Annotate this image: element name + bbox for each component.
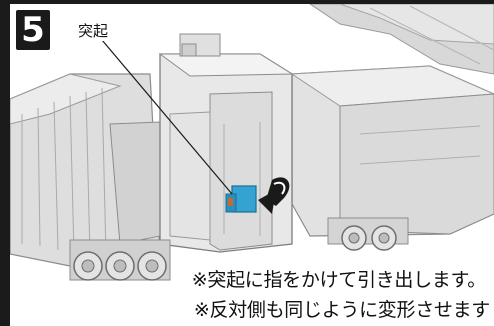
robot-model-illustration bbox=[10, 4, 494, 326]
left-wheels bbox=[69, 239, 171, 281]
left-cylinder-section bbox=[10, 73, 171, 267]
frame-top-border bbox=[0, 0, 494, 4]
instruction-note-1: ※突起に指をかけて引き出します。 bbox=[191, 269, 487, 291]
protrusion-highlight bbox=[225, 185, 257, 213]
instruction-note-2: ※反対側も同じように変形させます bbox=[193, 299, 490, 321]
right-wheels bbox=[327, 217, 409, 251]
upper-wing bbox=[309, 4, 494, 75]
right-body-block bbox=[290, 65, 494, 237]
central-tower bbox=[158, 33, 294, 253]
pull-arrow-icon bbox=[258, 177, 290, 214]
callout-leader-line bbox=[101, 39, 233, 195]
step-number-badge: 5 bbox=[16, 10, 50, 50]
frame-left-border bbox=[0, 0, 10, 326]
callout-label-protrusion: 突起 bbox=[76, 20, 111, 41]
